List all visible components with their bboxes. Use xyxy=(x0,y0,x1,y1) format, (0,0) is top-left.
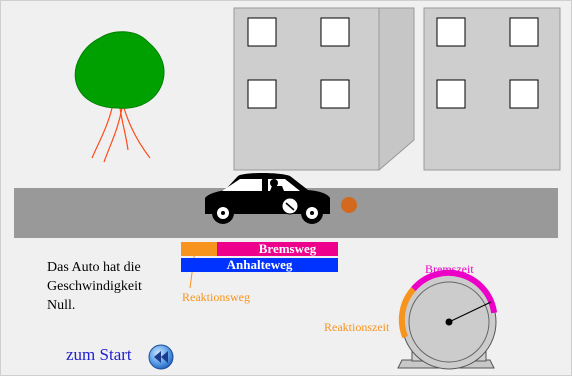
start-link[interactable]: zum Start xyxy=(66,345,132,364)
rewind-icon[interactable] xyxy=(148,344,174,370)
bremszeit-label: Bremszeit xyxy=(425,262,474,276)
gauge xyxy=(397,269,498,370)
status-message: Das Auto hat die Geschwindigkeit Null. xyxy=(47,260,142,313)
bremsweg-bar: Bremsweg xyxy=(217,242,338,256)
building-left xyxy=(233,7,415,172)
car xyxy=(205,173,330,224)
reaktionsweg-bar xyxy=(181,242,217,256)
tree xyxy=(74,31,165,163)
reaktionsweg-label: Reaktionsweg xyxy=(182,290,250,304)
anhalteweg-bar: Anhalteweg xyxy=(181,258,338,272)
obstacle-ball xyxy=(341,197,357,213)
reaktionszeit-label: Reaktionszeit xyxy=(324,320,390,334)
building-right xyxy=(423,7,561,171)
